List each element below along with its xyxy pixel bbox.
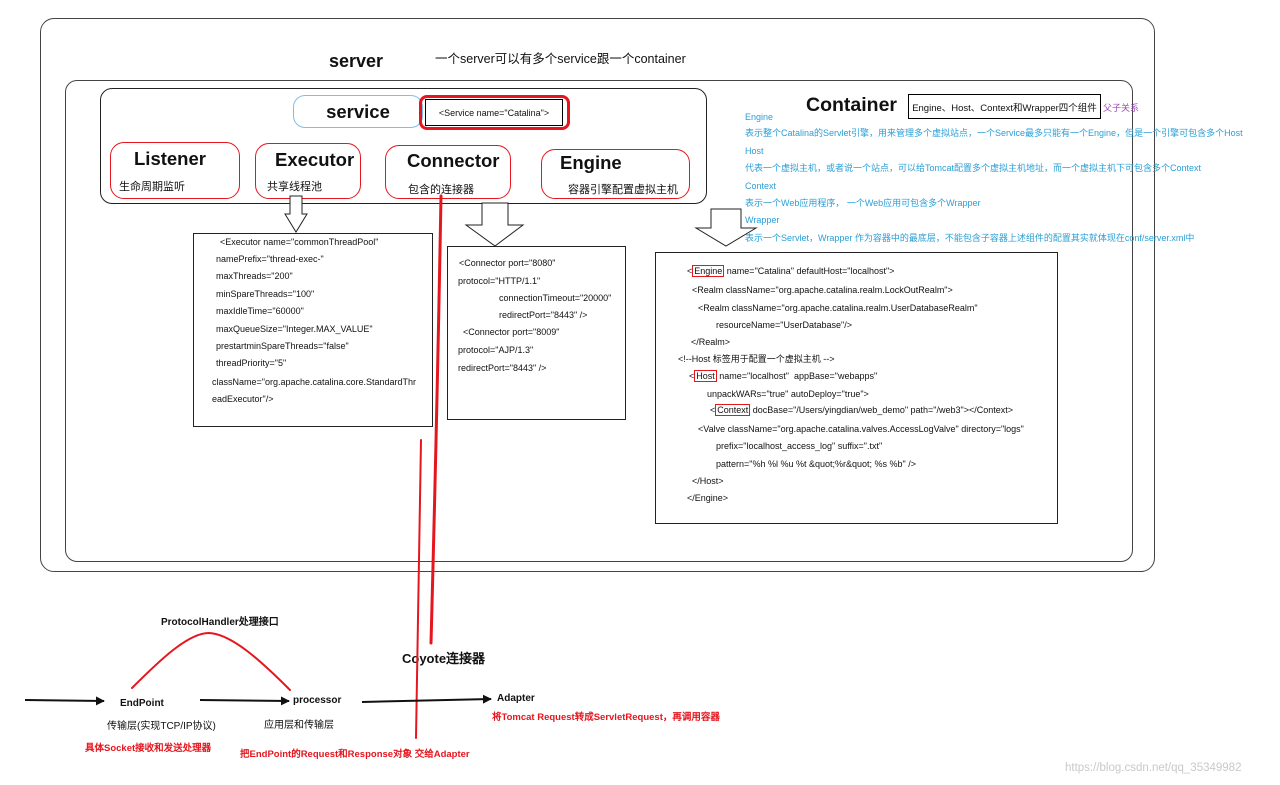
engine-config-line: <Valve className="org.apache.catalina.va… [698, 424, 1024, 434]
server-box [40, 18, 1155, 572]
service-name-tag: <Service name="Catalina"> [425, 99, 563, 126]
server-title: server [329, 51, 384, 71]
engine-config-line: pattern="%h %l %u %t &quot;%r&quot; %s %… [716, 459, 916, 469]
component-desc: 生命周期监听 [119, 181, 185, 193]
context-tag-highlight: Context [715, 404, 751, 416]
executor-config-line: minSpareThreads="100" [216, 289, 315, 299]
engine-tag-highlight: Engine [692, 265, 725, 277]
executor-config-line: <Executor name="commonThreadPool" [220, 237, 379, 247]
connector-config-line: protocol="HTTP/1.1" [458, 276, 541, 286]
executor-config-line: maxThreads="200" [216, 271, 293, 281]
executor-config-box: <Executor name="commonThreadPool" namePr… [193, 233, 433, 427]
xml-bracket: < [710, 405, 716, 415]
processor-label: processor [293, 695, 342, 706]
xml-attributes: docBase="/Users/yingdian/web_demo" path=… [750, 405, 1013, 415]
service-label: service [293, 95, 423, 128]
desc-term-engine: Engine [745, 112, 774, 122]
endpoint-desc: 具体Socket接收和发送处理器 [85, 743, 212, 754]
component-name: Listener [134, 148, 206, 169]
desc-text-wrapper: 表示一个Servlet，Wrapper 作为容器中的最底层，不能包含子容器上述组… [745, 233, 1195, 243]
connector-component: Connector 包含的连接器 [385, 145, 511, 199]
desc-text-context: 表示一个Web应用程序， 一个Web应用可包含多个Wrapper [745, 198, 981, 208]
processor-to-adapter-arrow-icon [361, 694, 492, 704]
desc-term-wrapper: Wrapper [745, 215, 780, 225]
engine-config-comment: <!--Host 标签用于配置一个虚拟主机 --> [678, 354, 835, 364]
endpoint-label: EndPoint [120, 698, 164, 709]
xml-bracket: < [689, 371, 695, 381]
desc-text-host: 代表一个虚拟主机，或者说一个站点，可以给Tomcat配置多个虚拟主机地址，而一个… [745, 163, 1202, 173]
processor-layer: 应用层和传输层 [264, 720, 334, 731]
container-frame [65, 80, 1133, 562]
engine-config-line: resourceName="UserDatabase"/> [716, 320, 852, 330]
component-name: Connector [407, 150, 500, 171]
component-name: Engine [560, 152, 622, 173]
engine-config-line: <Realm className="org.apache.catalina.re… [698, 303, 978, 313]
engine-component: Engine 容器引擎配置虚拟主机 [541, 149, 690, 199]
engine-config-line: <Context docBase="/Users/yingdian/web_de… [710, 404, 1013, 416]
endpoint-to-processor-arrow-icon [199, 696, 290, 706]
processor-desc: 把EndPoint的Request和Response对象 交给Adapter [240, 749, 470, 760]
executor-config-line: maxQueueSize="Integer.MAX_VALUE" [216, 324, 373, 334]
coyote-title: Coyote连接器 [402, 651, 486, 666]
xml-attributes: name="Catalina" defaultHost="localhost"> [724, 266, 895, 276]
protocol-handler-curve [131, 631, 291, 691]
desc-text-engine: 表示整个Catalina的Servlet引擎，用来管理多个虚拟站点，一个Serv… [745, 128, 1243, 138]
executor-component: Executor 共享线程池 [255, 143, 361, 199]
executor-config-line: prestartminSpareThreads="false" [216, 341, 349, 351]
connector-config-line: connectionTimeout="20000" [499, 293, 612, 303]
protocol-handler-label: ProtocolHandler处理接口 [161, 617, 279, 628]
input-to-endpoint-arrow-icon [24, 696, 105, 706]
executor-config-line: threadPriority="5" [216, 358, 287, 368]
engine-config-line: </Realm> [691, 337, 731, 347]
service-box [100, 88, 707, 204]
component-desc: 包含的连接器 [408, 184, 474, 196]
desc-term-context: Context [745, 181, 777, 191]
engine-config-line: unpackWARs="true" autoDeploy="true"> [707, 389, 869, 399]
relation-note: 父子关系 [1103, 103, 1140, 113]
service-label-text: service [326, 100, 390, 122]
component-name: Executor [275, 149, 355, 170]
watermark: https://blog.csdn.net/qq_35349982 [1065, 762, 1242, 774]
engine-config-line: </Engine> [687, 493, 729, 503]
xml-attributes: name="localhost" appBase="webapps" [716, 371, 878, 381]
adapter-desc: 将Tomcat Request转成ServletRequest，再调用容器 [492, 712, 720, 723]
connector-config-line: protocol="AJP/1.3" [458, 345, 534, 355]
adapter-label: Adapter [497, 693, 535, 704]
engine-config-line: <Engine name="Catalina" defaultHost="loc… [687, 265, 895, 277]
connector-config-line: <Connector port="8009" [463, 327, 560, 337]
container-components-note-text: Engine、Host、Context和Wrapper四个组件 [912, 102, 1097, 114]
connector-config-line: <Connector port="8080" [459, 258, 556, 268]
engine-config-line: <Realm className="org.apache.catalina.re… [692, 285, 953, 295]
executor-config-line: namePrefix="thread-exec-" [216, 254, 324, 264]
engine-config-line: prefix="localhost_access_log" suffix=".t… [716, 441, 883, 451]
xml-bracket: < [687, 266, 693, 276]
container-title: Container [806, 94, 898, 116]
engine-config-line: </Host> [692, 476, 724, 486]
engine-config-line: <Host name="localhost" appBase="webapps" [689, 370, 878, 382]
connector-config-line: redirectPort="8443" /> [499, 310, 588, 320]
desc-term-host: Host [745, 146, 764, 156]
service-tag-highlight [419, 95, 570, 130]
container-components-note: Engine、Host、Context和Wrapper四个组件 [908, 94, 1101, 119]
service-name-tag-text: <Service name="Catalina"> [438, 107, 550, 118]
connector-config-line: redirectPort="8443" /> [458, 363, 547, 373]
listener-component: Listener 生命周期监听 [110, 142, 240, 199]
executor-config-line: eadExecutor"/> [212, 394, 274, 404]
component-desc: 共享线程池 [267, 181, 322, 193]
endpoint-layer: 传输层(实现TCP/IP协议) [107, 721, 216, 732]
host-tag-highlight: Host [694, 370, 717, 382]
component-desc: 容器引擎配置虚拟主机 [568, 184, 678, 196]
executor-config-line: maxIdleTime="60000" [216, 306, 304, 316]
server-note: 一个server可以有多个service跟一个container [435, 52, 686, 66]
engine-config-box: <Engine name="Catalina" defaultHost="loc… [655, 252, 1058, 524]
connector-config-box: <Connector port="8080" protocol="HTTP/1.… [447, 246, 626, 420]
executor-config-line: className="org.apache.catalina.core.Stan… [212, 377, 417, 387]
